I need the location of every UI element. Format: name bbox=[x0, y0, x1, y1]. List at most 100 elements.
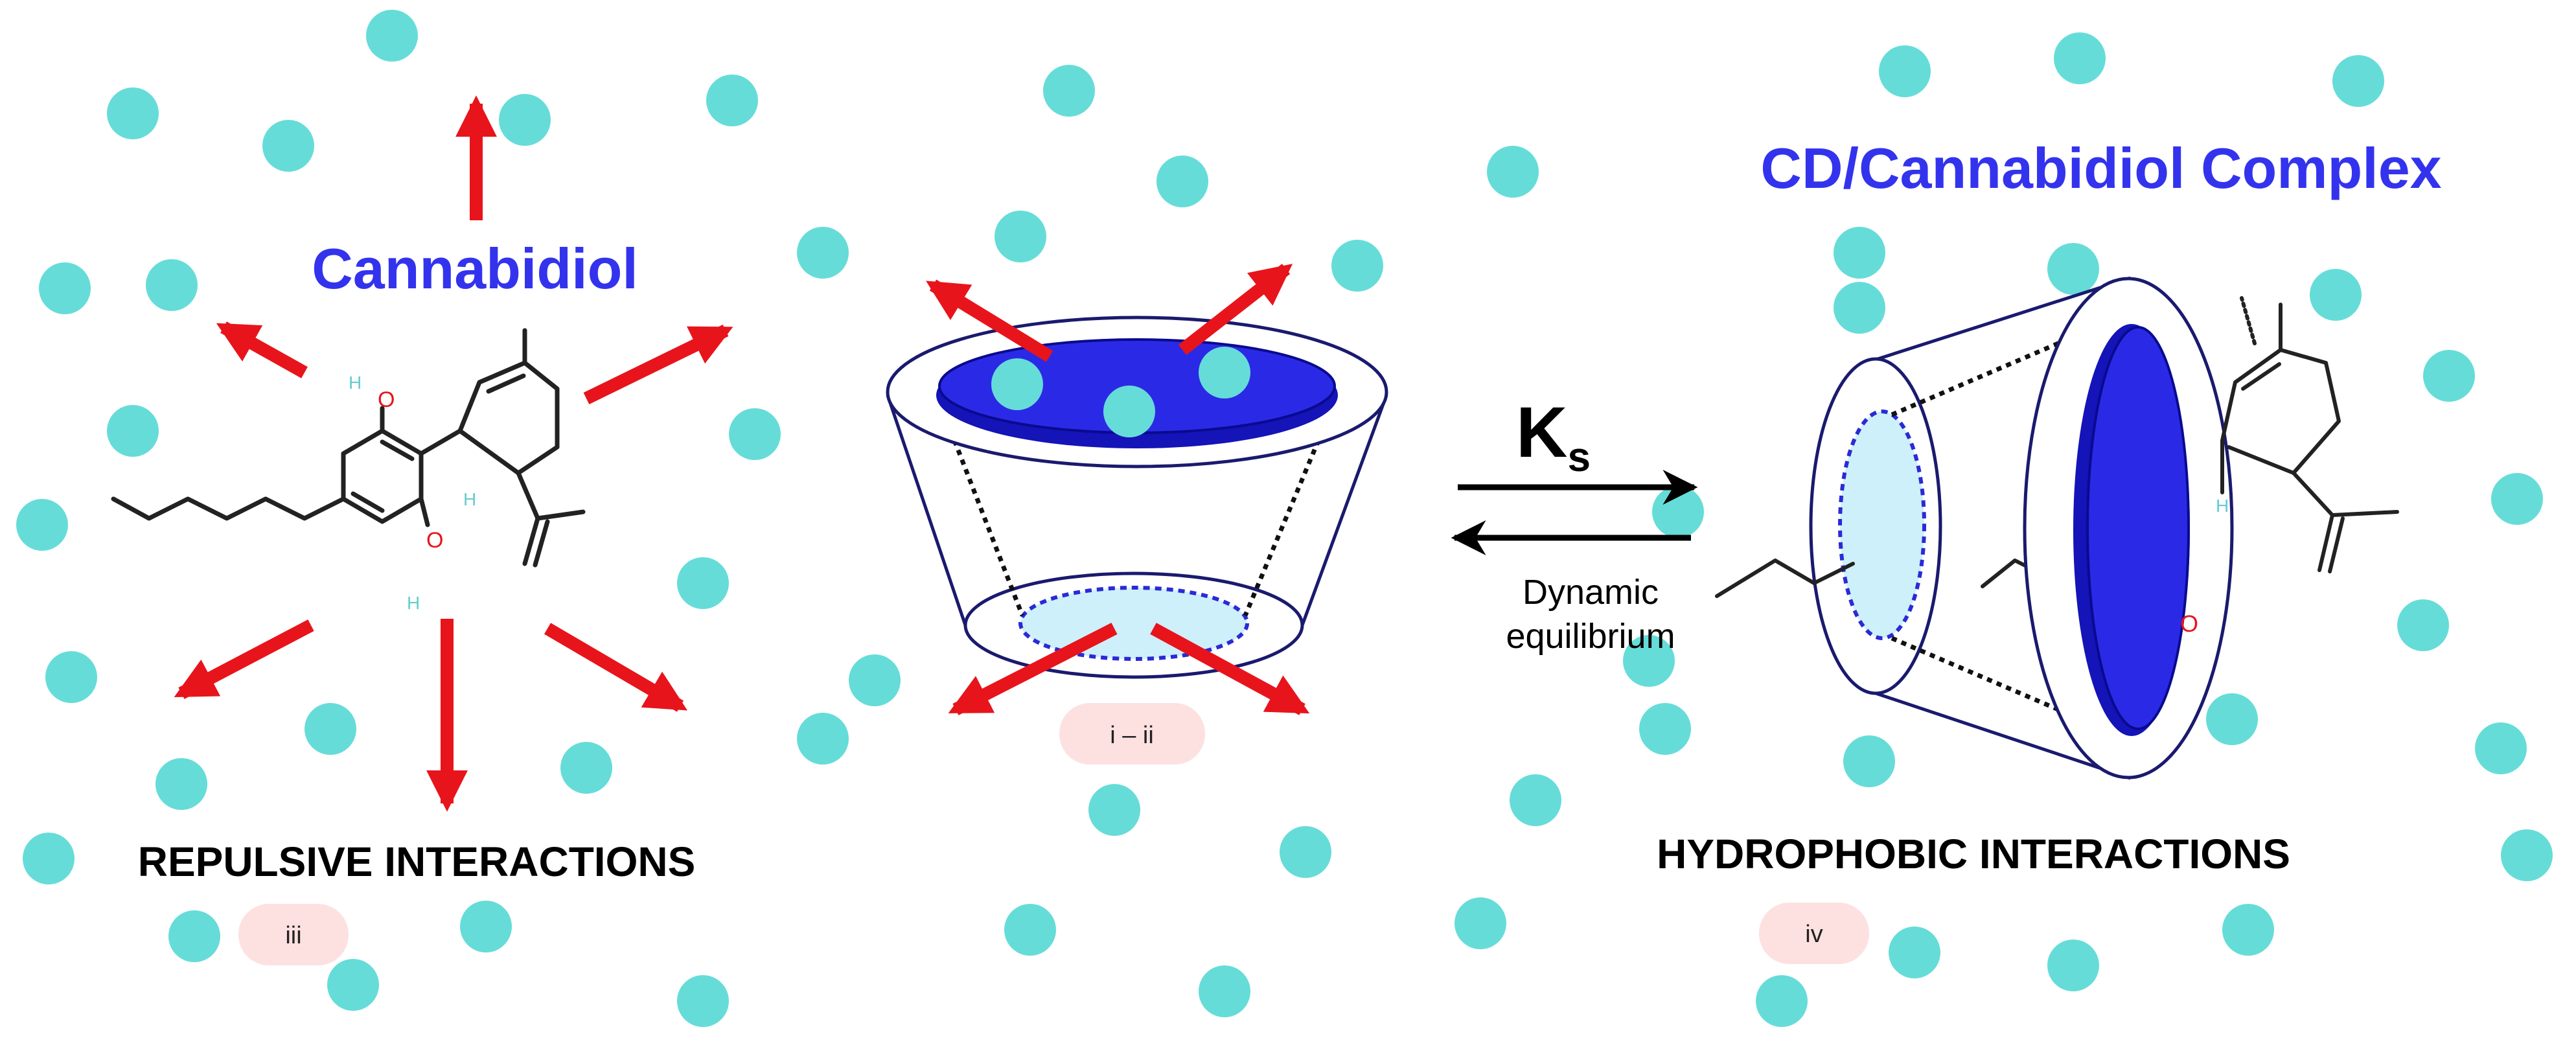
cannabidiol-structure bbox=[111, 328, 586, 568]
water-molecule bbox=[168, 910, 220, 962]
cup-arrow-downright bbox=[1150, 623, 1310, 715]
water-molecule bbox=[23, 833, 75, 884]
water-molecule bbox=[797, 227, 849, 279]
pentyl-chain bbox=[111, 496, 346, 521]
water-molecule bbox=[45, 651, 97, 703]
tag-iii-bg bbox=[238, 904, 349, 965]
ks-constant: Ks bbox=[1516, 393, 1591, 480]
cavity-water-1 bbox=[991, 358, 1043, 410]
repulsion-arrow-downleft bbox=[174, 619, 314, 699]
water-molecule bbox=[262, 120, 314, 172]
water-molecule bbox=[2475, 722, 2527, 774]
water-molecule bbox=[1004, 904, 1056, 956]
cavity-water-3 bbox=[1103, 386, 1155, 437]
water-molecule bbox=[1623, 635, 1675, 687]
water-molecule bbox=[1331, 240, 1383, 292]
hydrophobic-interactions-label: HYDROPHOBIC INTERACTIONS bbox=[1657, 831, 2290, 877]
oxygen-atom-bottom: O bbox=[426, 528, 443, 553]
tag-iii: iii bbox=[285, 922, 301, 949]
water-molecule bbox=[1639, 703, 1691, 755]
water-molecule bbox=[1088, 784, 1140, 836]
complex-panel: CD/Cannabidiol Complex H bbox=[1657, 136, 2442, 964]
cup-inner-wall-left bbox=[937, 400, 1025, 617]
complex-small-cavity bbox=[1838, 409, 1926, 640]
hydrogen-atom-stereo: H bbox=[463, 489, 476, 509]
water-molecule bbox=[1043, 65, 1095, 117]
oxygen-atom-top: O bbox=[378, 387, 395, 412]
water-molecule bbox=[995, 211, 1046, 262]
water-molecule bbox=[1834, 227, 1885, 279]
water-molecule bbox=[39, 262, 91, 314]
water-molecule bbox=[2397, 599, 2449, 651]
tag-iv-bg bbox=[1759, 903, 1869, 964]
water-molecules bbox=[16, 10, 2553, 1027]
repulsion-arrow-upright bbox=[583, 325, 733, 404]
water-molecule bbox=[677, 557, 729, 609]
cup-arrow-upleft bbox=[926, 279, 1053, 362]
cup-inner-wall-right bbox=[1243, 400, 1337, 617]
water-molecule bbox=[797, 713, 849, 765]
water-molecule bbox=[729, 408, 781, 460]
repulsive-interactions-label: REPULSIVE INTERACTIONS bbox=[138, 838, 696, 885]
water-molecule bbox=[1156, 156, 1208, 207]
water-molecule bbox=[560, 742, 612, 794]
cavity-water-2 bbox=[1199, 347, 1250, 398]
water-molecule bbox=[2310, 269, 2362, 321]
water-molecule bbox=[2423, 350, 2475, 402]
water-molecule bbox=[1843, 735, 1895, 787]
repulsion-arrow-downright bbox=[544, 623, 688, 712]
complex-guest-ring bbox=[2220, 296, 2399, 573]
tag-iv: iv bbox=[1805, 921, 1823, 948]
water-molecule bbox=[155, 758, 207, 810]
water-molecule bbox=[1510, 774, 1561, 826]
repulsion-arrow-upleft bbox=[216, 321, 308, 378]
hydrogen-atom-top: H bbox=[349, 373, 362, 393]
cyclodextrin-cup: i – ii bbox=[886, 264, 1388, 765]
water-molecule bbox=[107, 405, 159, 457]
water-molecule bbox=[1487, 146, 1539, 198]
water-molecule bbox=[327, 959, 379, 1011]
tag-i-ii-bg bbox=[1059, 703, 1205, 765]
water-molecule bbox=[2047, 939, 2099, 991]
water-molecule bbox=[1834, 282, 1885, 334]
water-molecule bbox=[2332, 55, 2384, 107]
water-molecule bbox=[16, 499, 68, 551]
water-molecule bbox=[305, 703, 356, 755]
equilibrium: Ks Dynamic equilibrium bbox=[1451, 393, 1698, 656]
water-molecule bbox=[1889, 927, 1940, 978]
water-molecule bbox=[2206, 693, 2258, 745]
water-molecule bbox=[1280, 826, 1331, 878]
water-molecule bbox=[146, 259, 198, 311]
water-molecule bbox=[1199, 965, 1250, 1017]
water-molecule bbox=[1652, 486, 1704, 538]
water-molecule bbox=[677, 975, 729, 1027]
cup-bottom-cavity bbox=[1018, 586, 1249, 661]
water-molecule bbox=[460, 901, 512, 952]
equilibrium-caption-2: equilibrium bbox=[1506, 617, 1675, 656]
water-molecule bbox=[2491, 473, 2543, 525]
cannabidiol-panel: Cannabidiol O H O H H bbox=[111, 95, 733, 965]
tag-i-ii: i – ii bbox=[1110, 722, 1154, 749]
complex-oxygen-atom: O bbox=[2180, 610, 2198, 637]
cup-arrow-upright bbox=[1178, 264, 1293, 355]
cup-arrow-downleft bbox=[948, 623, 1118, 715]
water-molecule bbox=[1879, 45, 1931, 97]
water-molecule bbox=[1756, 975, 1808, 1027]
water-molecule bbox=[499, 94, 551, 146]
cyclohexene-ring bbox=[457, 360, 560, 476]
cannabidiol-title: Cannabidiol bbox=[312, 236, 638, 301]
water-molecule bbox=[366, 10, 418, 62]
complex-title: CD/Cannabidiol Complex bbox=[1760, 136, 2441, 200]
equilibrium-caption-1: Dynamic bbox=[1523, 573, 1659, 612]
water-molecule bbox=[849, 654, 901, 706]
water-molecule bbox=[706, 75, 758, 126]
water-molecule bbox=[2054, 32, 2106, 84]
water-molecule bbox=[1455, 897, 1506, 949]
hydrogen-atom-bottom: H bbox=[407, 593, 420, 613]
complex-hydrogen-atom: H bbox=[2216, 496, 2229, 516]
water-molecule bbox=[2501, 829, 2553, 881]
water-molecule bbox=[107, 87, 159, 139]
repulsion-arrows bbox=[174, 95, 733, 812]
water-molecule bbox=[2047, 243, 2099, 295]
